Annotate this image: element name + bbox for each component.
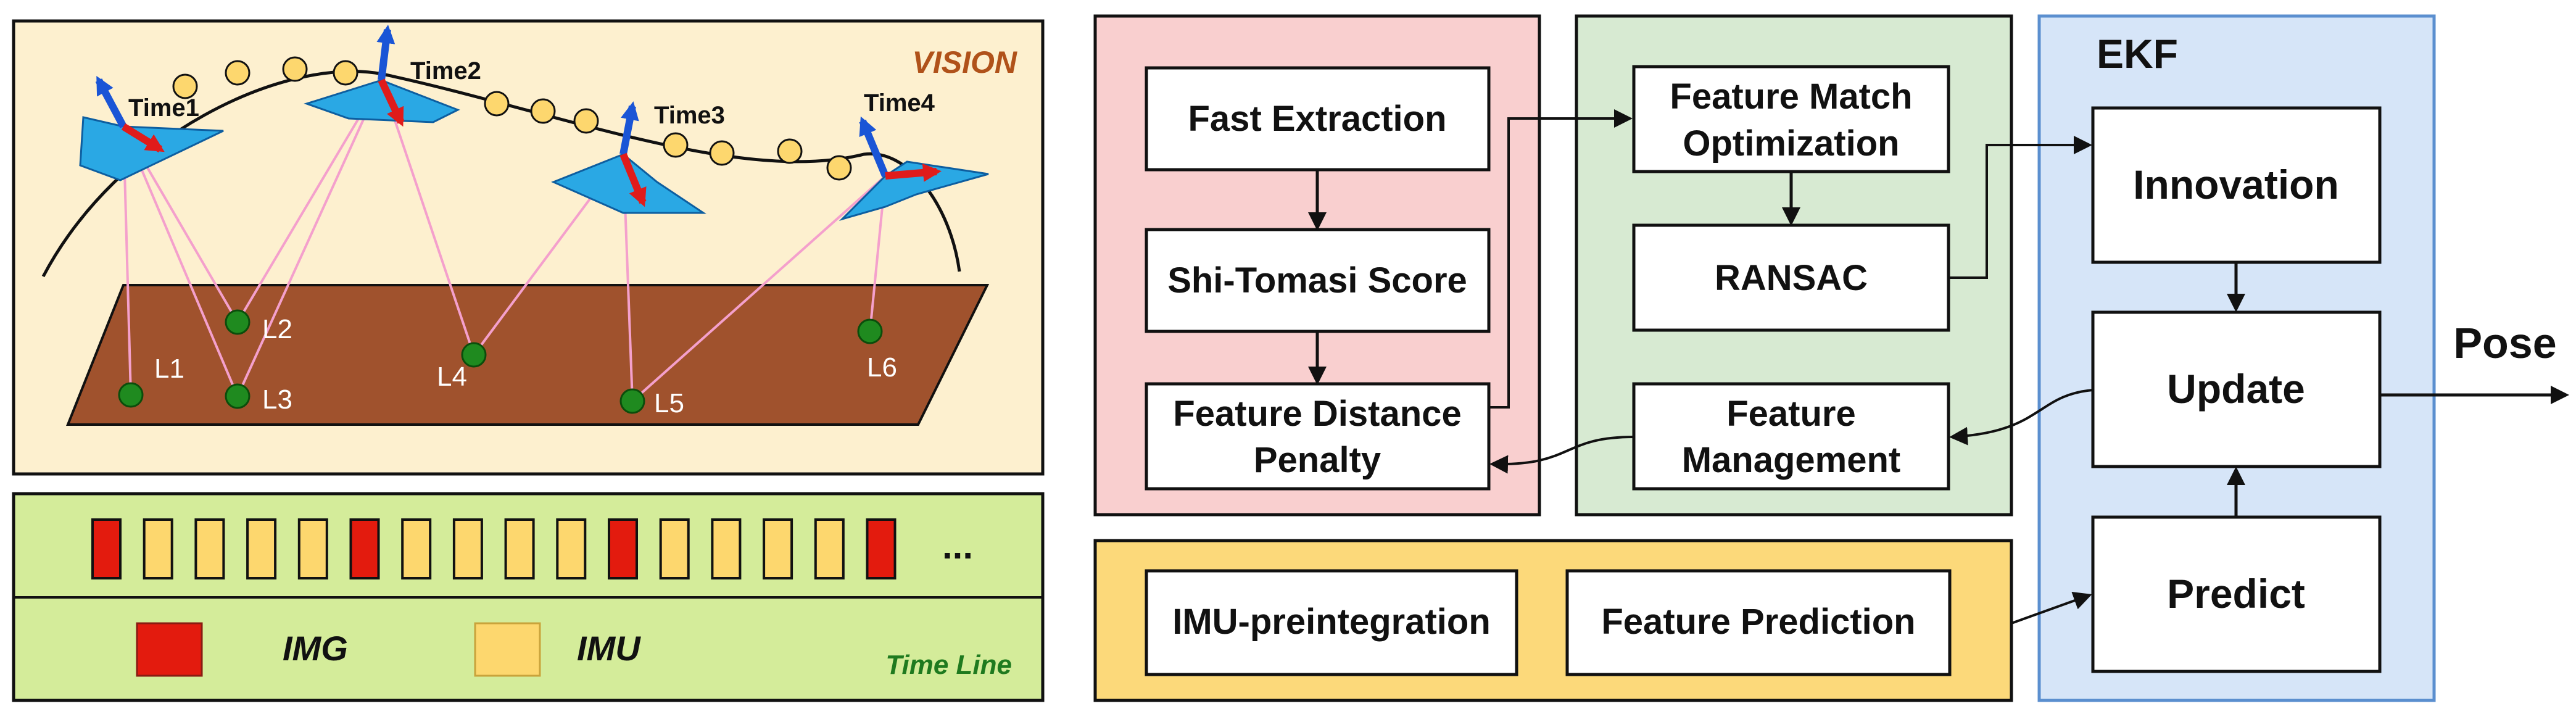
arrow-imu-to-predict [2011, 592, 2092, 625]
timeline-tick-imu [297, 518, 328, 579]
timeline-tick-img [866, 518, 897, 579]
timeline-tick-imu [143, 518, 173, 579]
camera-time4 [839, 116, 989, 222]
innovation-label: Innovation [2133, 162, 2339, 207]
landmark-label-3: L3 [262, 384, 292, 415]
camera-time2 [304, 25, 460, 127]
landmark-label-4: L4 [437, 362, 467, 392]
imu-preintegration-box [1145, 569, 1518, 676]
predict-label: Predict [2167, 571, 2305, 616]
landmark-label-6: L6 [867, 352, 897, 383]
timeline-tick-imu [452, 518, 483, 579]
legend-img-swatch [136, 622, 203, 677]
time-label-4: Time4 [864, 89, 935, 117]
legend-img-label: IMG [283, 629, 348, 668]
feature-extraction-panel: Fast Extraction Shi-Tomasi Score Feature… [1093, 14, 1541, 517]
timeline-tick-img [91, 518, 122, 579]
timeline-tick-imu [556, 518, 587, 579]
fast-extraction-box [1145, 66, 1491, 172]
camera-time1 [79, 75, 224, 181]
time-label-2: Time2 [410, 57, 481, 85]
timeline-title: Time Line [885, 650, 1012, 680]
feature-match-optimization-line2: Optimization [1683, 123, 1899, 164]
arrow-management-to-penalty [1489, 436, 1634, 474]
landmark-label-1: L1 [154, 354, 184, 384]
timeline-tick-imu [763, 518, 793, 579]
trajectory-imu-dots [172, 56, 852, 181]
timeline-tick-imu [194, 518, 225, 579]
timeline-ellipsis: ... [942, 525, 973, 567]
predict-box [2091, 515, 2382, 673]
fast-extraction-label: Fast Extraction [1188, 99, 1447, 139]
landmarks [118, 309, 883, 414]
timeline-tick-imu [659, 518, 690, 579]
pose-label: Pose [2453, 319, 2556, 367]
feature-distance-penalty-label-line1: Feature Distance [1173, 394, 1461, 434]
feature-match-panel: Feature Match Optimization RANSAC Featur… [1575, 14, 2013, 517]
shi-tomasi-box [1145, 228, 1491, 333]
feature-distance-penalty-box [1145, 382, 1491, 491]
camera-time3 [551, 101, 706, 214]
arrow-ransac-to-innovation [1949, 136, 2092, 279]
ransac-label: RANSAC [1715, 258, 1868, 298]
timeline-panel: ... IMG IMU Time Line [12, 492, 1045, 702]
timeline-tick-imu [246, 518, 277, 579]
feature-management-box [1632, 382, 1950, 491]
timeline-tick-img [349, 518, 380, 579]
vision-panel: VISION [12, 19, 1045, 476]
vision-title: VISION [913, 45, 1017, 80]
ekf-title: EKF [2097, 31, 2178, 77]
feature-match-optimization-line1: Feature Match [1670, 77, 1912, 117]
legend-imu-swatch [474, 622, 541, 677]
timeline-tick-imu [504, 518, 535, 579]
timeline-tick-imu [401, 518, 432, 579]
update-label: Update [2167, 366, 2305, 412]
landmark-label-2: L2 [262, 314, 292, 344]
feature-management-line1: Feature [1726, 394, 1856, 434]
time-label-1: Time1 [128, 94, 199, 122]
feature-distance-penalty-label-line2: Penalty [1254, 440, 1381, 480]
legend-imu-label: IMU [577, 629, 641, 668]
ground-plane [66, 284, 990, 426]
update-box [2091, 310, 2382, 468]
feature-management-line2: Management [1682, 440, 1901, 480]
ransac-box [1632, 223, 1950, 332]
landmark-label-5: L5 [654, 388, 684, 418]
imu-panel: IMU-preintegration Feature Prediction [1093, 539, 2013, 702]
timeline-tick-imu [711, 518, 742, 579]
innovation-box [2091, 106, 2382, 264]
imu-preintegration-label: IMU-preintegration [1172, 602, 1491, 642]
timeline-tick-imu [814, 518, 845, 579]
feature-prediction-label: Feature Prediction [1601, 602, 1915, 642]
shi-tomasi-label: Shi-Tomasi Score [1167, 260, 1467, 301]
ekf-panel: EKF Innovation Update Predict [2037, 14, 2436, 702]
arrow-update-to-management [1949, 389, 2094, 446]
timeline-ticks [91, 518, 897, 579]
time-label-3: Time3 [654, 102, 725, 129]
feature-prediction-box [1565, 569, 1952, 676]
timeline-tick-img [608, 518, 638, 579]
arrow-penalty-to-match [1489, 109, 1633, 409]
